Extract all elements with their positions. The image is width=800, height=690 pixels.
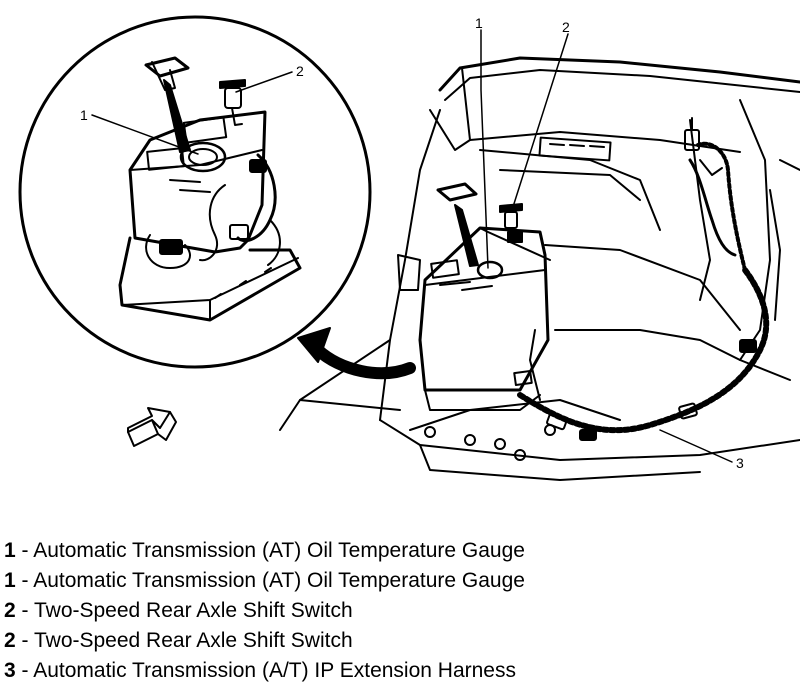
main-callout-3: 3	[736, 455, 744, 471]
inset-console	[118, 56, 302, 322]
legend-text: Automatic Transmission (AT) Oil Temperat…	[33, 539, 525, 562]
legend-number: 1	[4, 539, 16, 562]
inset-circle	[18, 15, 372, 369]
legend-text: Two-Speed Rear Axle Shift Switch	[33, 599, 353, 622]
legend-number: 1	[4, 569, 16, 592]
legend-separator: -	[15, 629, 34, 652]
legend-separator: -	[15, 659, 34, 682]
legend-text: Two-Speed Rear Axle Shift Switch	[33, 629, 353, 652]
front-arrow	[127, 407, 177, 447]
legend-separator: -	[15, 569, 34, 592]
curved-arrow	[297, 327, 416, 380]
main-leader-1	[480, 29, 489, 269]
legend-item: 1 - Automatic Transmission (AT) Oil Temp…	[4, 536, 794, 566]
legend-item: 3 - Automatic Transmission (A/T) IP Exte…	[4, 656, 794, 686]
legend-number: 3	[4, 659, 16, 682]
main-callout-2: 2	[562, 19, 570, 35]
legend-number: 2	[4, 629, 16, 652]
legend-separator: -	[15, 539, 34, 562]
inset-leader-1	[91, 114, 199, 155]
legend-item: 1 - Automatic Transmission (AT) Oil Temp…	[4, 566, 794, 596]
legend-text: Automatic Transmission (A/T) IP Extensio…	[33, 659, 516, 682]
console-diagram: 1 2	[18, 15, 800, 481]
main-callout-1: 1	[475, 15, 483, 31]
main-leader-2	[511, 33, 569, 211]
main-console	[418, 182, 551, 411]
detail-inset: 1 2	[18, 15, 372, 369]
legend-item: 2 - Two-Speed Rear Axle Shift Switch	[4, 596, 794, 626]
inset-leader-2	[235, 71, 293, 93]
legend-separator: -	[15, 599, 34, 622]
inset-callout-1: 1	[80, 107, 88, 123]
ip-extension-harness	[517, 117, 770, 441]
legend-item: 2 - Two-Speed Rear Axle Shift Switch	[4, 626, 794, 656]
inset-callout-2: 2	[296, 63, 304, 79]
legend-text: Automatic Transmission (AT) Oil Temperat…	[33, 569, 525, 592]
main-leader-3	[659, 429, 733, 463]
legend-list: 1 - Automatic Transmission (AT) Oil Temp…	[4, 536, 794, 686]
legend-number: 2	[4, 599, 16, 622]
